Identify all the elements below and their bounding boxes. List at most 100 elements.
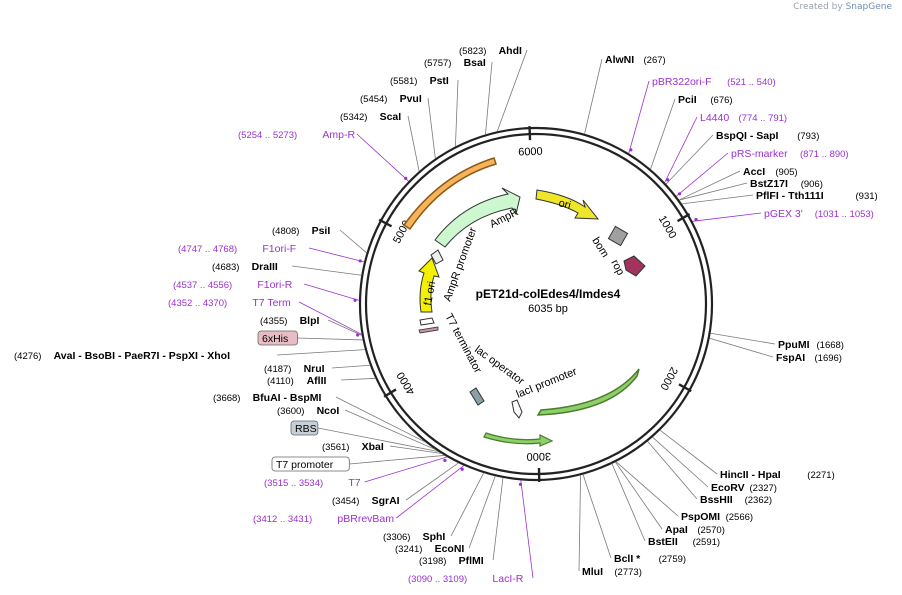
tick-label: 2000 <box>657 365 679 392</box>
site-name: F1ori-R <box>257 279 292 291</box>
site-position: (267) <box>644 55 666 66</box>
site-psti[interactable]: (5581)PstI <box>390 75 449 87</box>
site-bstz17i[interactable]: BstZ17I(906) <box>750 178 823 190</box>
site-6xhis[interactable]: 6xHis <box>257 330 298 346</box>
leader-line <box>628 80 650 154</box>
site-bsai[interactable]: (5757)BsaI <box>424 57 486 69</box>
laci-promoter-arrow[interactable] <box>511 399 523 419</box>
site-pcii[interactable]: PciI(676) <box>678 94 733 106</box>
site-sgrai[interactable]: (3454)SgrAI <box>332 495 400 507</box>
ampr-promoter-arrow[interactable] <box>430 249 444 265</box>
site-ppumi[interactable]: PpuMI(1668) <box>778 339 844 351</box>
site-f1ori-r[interactable]: (4537 .. 4556) F1ori-R <box>173 279 293 291</box>
site-name: AhdI <box>499 45 522 57</box>
plasmid-name: pET21d-colEdes4/Imdes4 <box>476 287 621 301</box>
site-bfuai-bspmi[interactable]: (3668)BfuAI - BspMI <box>213 392 322 404</box>
site-name: MluI <box>582 566 603 578</box>
site-name: BssHII <box>700 494 733 506</box>
site-position: (5823) <box>459 46 486 57</box>
site-l4440[interactable]: L4440(774 .. 791) <box>700 112 787 124</box>
site-position: (4352 .. 4370) <box>168 298 227 309</box>
site-laci-r[interactable]: (3090 .. 3109)LacI-R <box>408 573 524 585</box>
site-scai[interactable]: (5342)ScaI <box>340 111 401 123</box>
t7-terminator-arrow[interactable] <box>419 317 435 326</box>
t7-small-feature[interactable] <box>418 326 439 334</box>
site-position: (5581) <box>390 76 417 87</box>
site-name: EcoNI <box>435 543 465 555</box>
site-aflii[interactable]: (4110)AflII <box>267 375 327 387</box>
site-name: pRS-marker <box>731 148 788 160</box>
site-name: AvaI - BsoBI - PaeR7I - PspXI - XhoI <box>54 350 230 362</box>
site-rbs[interactable]: RBS <box>290 420 319 436</box>
site-econi[interactable]: (3241)EcoNI <box>395 543 464 555</box>
site-pflmi[interactable]: (3198)PflMI <box>419 555 484 567</box>
site-psii[interactable]: (4808)PsiI <box>272 225 330 237</box>
site-pbrrevbam[interactable]: (3412 .. 3431)pBRrevBam <box>253 513 394 525</box>
site-position: (3090 .. 3109) <box>408 574 467 585</box>
site-alwni[interactable]: AlwNI(267) <box>605 54 666 66</box>
site-name: AflII <box>307 375 327 387</box>
site-position: (3668) <box>213 393 240 404</box>
site-prs-marker[interactable]: pRS-marker(871 .. 890) <box>731 148 849 160</box>
laci-feature-arrow[interactable] <box>536 368 640 416</box>
site-avai-bsobi-paer7i-pspxi-xhoi[interactable]: (4276)AvaI - BsoBI - PaeR7I - PspXI - Xh… <box>14 350 230 362</box>
laci-feature-arrowhead[interactable] <box>483 432 554 447</box>
site-fspai[interactable]: FspAI(1696) <box>776 352 842 364</box>
site-bsteii[interactable]: BstEII(2591) <box>648 536 720 548</box>
site-name: pBR322ori-F <box>652 76 712 88</box>
site-pgex-3-[interactable]: pGEX 3'(1031 .. 1053) <box>764 208 874 220</box>
site-leader-lines <box>277 49 776 579</box>
site-name: PflFI - Tth111I <box>756 190 824 202</box>
leader-line <box>678 170 741 201</box>
site-position: (3561) <box>322 442 349 453</box>
site-ahdi[interactable]: (5823) AhdI <box>459 45 522 57</box>
leader-line <box>615 461 679 517</box>
site-xbai[interactable]: (3561)XbaI <box>322 441 384 453</box>
rop-feature-arrow[interactable] <box>623 255 646 277</box>
site-pflfi-tth111i[interactable]: PflFI - Tth111I(931) <box>756 190 878 202</box>
site-f1ori-f[interactable]: (4747 .. 4768)F1ori-F <box>178 243 296 255</box>
site-nrui[interactable]: (4187)NruI <box>264 363 325 375</box>
primer-marker <box>356 333 360 337</box>
site-name: pGEX 3' <box>764 208 803 220</box>
site-position: (1668) <box>817 340 844 351</box>
site-bcli-[interactable]: BclI *(2759) <box>614 553 686 565</box>
site-hincii-hpai[interactable]: HincII - HpaI(2271) <box>720 469 835 481</box>
site-mlui[interactable]: MluI(2773) <box>582 566 642 578</box>
site-t7-promoter[interactable]: T7 promoter <box>271 456 350 472</box>
bom-feature[interactable] <box>607 225 629 247</box>
site-amp-r[interactable]: (5254 .. 5273)Amp-R <box>238 129 355 141</box>
site-sphi[interactable]: (3306)SphI <box>383 531 445 543</box>
site-ncoi[interactable]: (3600)NcoI <box>277 405 339 417</box>
plasmid-backbone <box>358 126 714 482</box>
site-draiii[interactable]: (4683)DraIII <box>212 261 278 273</box>
site-pvui[interactable]: (5454)PvuI <box>360 93 422 105</box>
site-acci[interactable]: AccI(905) <box>743 166 798 178</box>
ori-feature-arrow[interactable] <box>535 189 600 220</box>
site-bsshii[interactable]: BssHII(2362) <box>700 494 772 506</box>
amp-outer-feature[interactable] <box>402 157 497 231</box>
site-name: HincII - HpaI <box>720 469 781 481</box>
feature-box <box>257 330 298 346</box>
lac-operator-feature[interactable] <box>469 387 485 406</box>
site-apai[interactable]: ApaI(2570) <box>665 524 725 536</box>
site-position: (4537 .. 4556) <box>173 280 232 291</box>
site-position: (3198) <box>419 556 446 567</box>
site-bspqi-sapi[interactable]: BspQI - SapI(793) <box>716 130 819 142</box>
f1-ori-feature-arrow[interactable] <box>418 257 440 313</box>
primer-marker <box>694 217 698 222</box>
site-blpi[interactable]: (4355)BlpI <box>260 315 320 327</box>
ampr-feature-arrow[interactable] <box>434 187 521 248</box>
site-pspomi[interactable]: PspOMI(2566) <box>681 511 753 523</box>
site-position: (793) <box>797 131 819 142</box>
site-t7[interactable]: (3515 .. 3534)T7 <box>264 477 361 489</box>
plasmid-center: pET21d-colEdes4/Imdes4 6035 bp <box>476 287 621 315</box>
site-pbr322ori-f[interactable]: pBR322ori-F(521 .. 540) <box>652 76 776 88</box>
site-name: PciI <box>678 94 697 106</box>
site-ecorv[interactable]: EcoRV(2327) <box>711 482 777 494</box>
outer-ring <box>358 126 714 482</box>
site-t7-term[interactable]: (4352 .. 4370)T7 Term <box>168 297 291 309</box>
site-position: (774 .. 791) <box>739 113 788 124</box>
site-name: EcoRV <box>711 482 745 494</box>
